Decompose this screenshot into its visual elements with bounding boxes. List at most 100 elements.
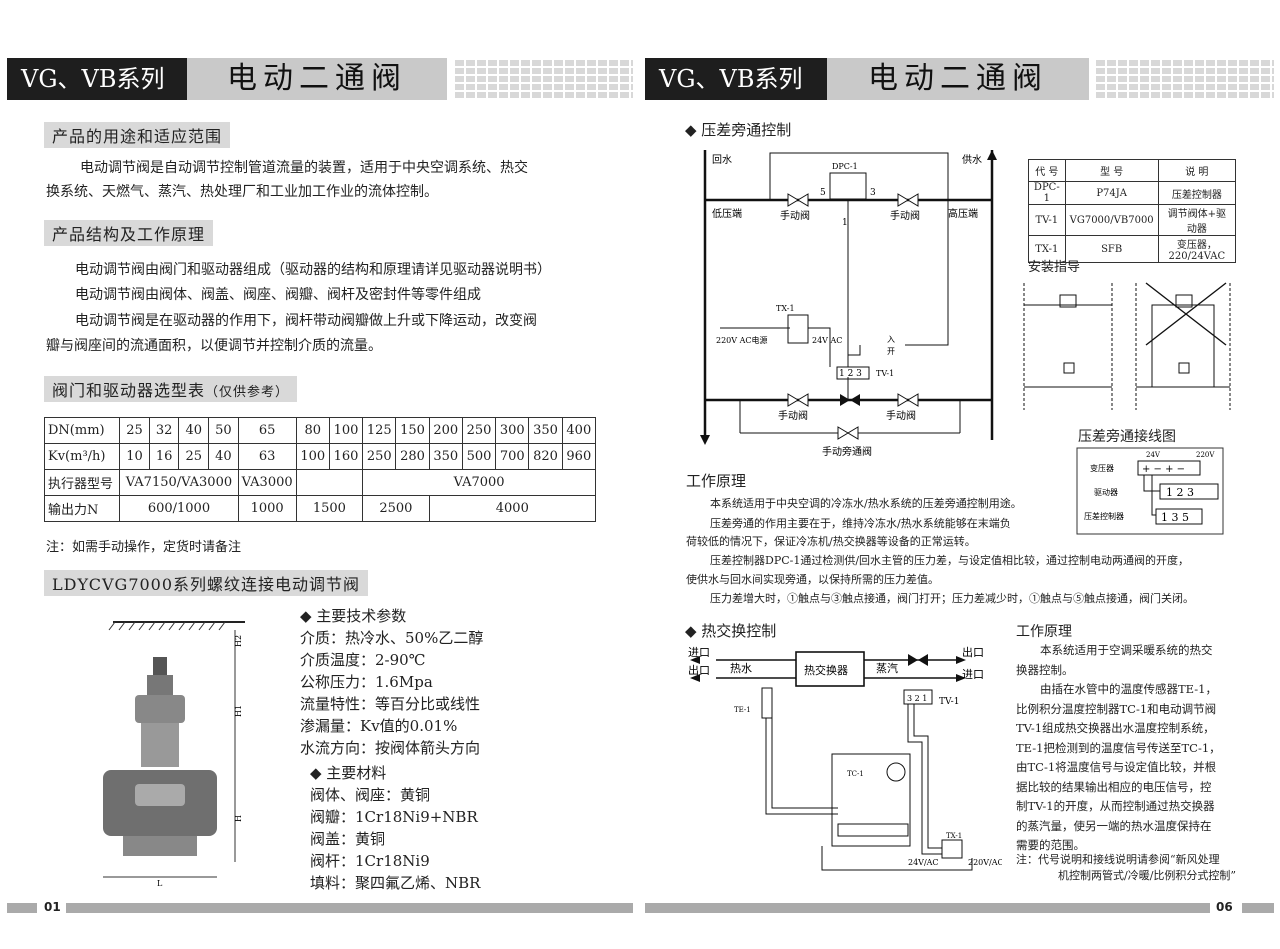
heat-principle-line: 比例积分温度控制器TC-1和电动调节阀 [1016,701,1217,716]
mat-item: 阀瓣：1Cr18Ni9+NBR [310,808,478,826]
heat-t321: 3 2 1 [907,694,927,703]
install-diagram [1023,282,1231,410]
usage-line-2: 换系统、天燃气、蒸汽、热处理厂和工业加工作业的流体控制。 [46,184,438,200]
header-pattern-right [1096,58,1274,100]
label-manual-2: 手动阀 [890,209,920,222]
label-manual-4: 手动阀 [886,409,916,422]
actuator-cell: VA3000 [237,469,297,496]
code-cell: TV-1 [1028,204,1066,236]
heat-title: ◆ 热交换控制 [685,622,777,640]
mat-item: 阀杆：1Cr18Ni9 [310,852,430,870]
heat-hx: 热交换器 [804,663,848,677]
label-high: 高压端 [948,207,978,220]
heat-in2: 进口 [962,668,984,681]
force-label: 输出力N [43,495,121,522]
series-label-right: VG、VB系列 [645,58,827,100]
structure-line-2: 电动调节阀由阀体、阀盖、阀座、阀瓣、阀杆及密封件等零件组成 [75,287,481,303]
tech-params: ◆ 主要技术参数 介质：热冷水、50%乙二醇 介质温度：2-90℃ 公称压力：1… [300,605,483,759]
code-head: 代 号 [1028,159,1066,182]
heat-principle-title: 工作原理 [1016,624,1072,640]
table-row: 执行器型号 VA7150/VA3000 VA3000 VA7000 [43,469,596,496]
dim-h1: H1 [234,705,243,717]
heat-out2: 出口 [962,645,984,659]
dn-cell: 40 [178,417,210,444]
kv-cell: 10 [119,443,150,470]
tech-item: 渗漏量：Kv值的0.01% [300,717,458,735]
principle-line-2: 压差旁通的作用主要在于，维持冷冻水/热水系统能够在末端负 [710,517,1011,530]
heat-24v: 24V/AC [908,858,939,867]
structure-line-4: 瓣与阀座间的流通面积，以便调节并控制介质的流量。 [46,338,382,354]
dn-cell: 25 [119,417,150,444]
principle-line-5: 使供水与回水间实现旁通，以保持所需的压力差值。 [686,573,939,586]
kv-label: Kv(m³/h) [43,443,121,470]
dim-h: H [234,815,243,822]
wiring-t1: + − + − [1142,464,1185,475]
principle-title: 工作原理 [686,472,747,490]
structure-line-1: 电动调节阀由阀门和驱动器组成（驱动器的结构和原理请详见驱动器说明书） [75,262,551,278]
dn-cell: 80 [295,417,330,444]
label-tx: TX-1 [776,304,795,313]
label-in: 入 [887,335,895,344]
tech-item: 水流方向：按阀体箭头方向 [300,739,481,757]
heat-note-line: 机控制两管式/冷暖/比例积分式控制” [1058,869,1237,882]
heat-tx: TX-1 [946,832,962,840]
label-manual-3: 手动阀 [778,409,808,422]
wiring-t2: 1 2 3 [1166,486,1194,499]
kv-cell: 100 [295,443,330,470]
code-table: 代 号 型 号 说 明 DPC-1 P74JA 压差控制器 TV-1 VG700… [1028,159,1237,263]
section-selection-title: 阀门和驱动器选型表（仅供参考） [44,376,298,402]
mat-item: 填料：聚四氟乙烯、NBR [310,874,481,892]
label-t123: 1 2 3 [839,369,862,379]
dim-l: L [157,879,163,888]
usage-line-1: 电动调节阀是自动调节控制管道流量的装置，适用于中央空调系统、热交 [80,160,528,176]
heat-principle-line: 据比较的结果输出相应的电压信号，控 [1016,779,1212,794]
table-row: TV-1 VG7000/VB7000 调节阀体+驱动器 [1028,204,1237,236]
heat-220v: 220V/AC [968,858,1002,867]
code-head: 说 明 [1157,159,1237,182]
force-cell: 2500 [362,495,430,522]
code-cell: P74JA [1064,181,1159,205]
force-cell: 600/1000 [119,495,239,522]
principle-line-3: 荷较低的情况下，保证冷冻机/热交换器等设备的正常运转。 [686,535,976,548]
wiring-title: 压差旁通接线图 [1078,429,1176,445]
kv-cell: 16 [148,443,180,470]
heat-in1: 进口 [688,646,710,659]
label-ac: 220V AC电源 [716,335,768,345]
bypass-diagram: 回水 供水 低压端 高压端 手动阀 手动阀 DPC-1 5 3 1 TX-1 2… [700,150,997,458]
heat-out1: 出口 [688,663,710,677]
code-cell: 调节阀体+驱动器 [1157,204,1237,236]
tech-item: 介质温度：2-90℃ [300,651,426,669]
code-cell: 压差控制器 [1157,181,1237,205]
materials: ◆ 主要材料 阀体、阀座：黄铜 阀瓣：1Cr18Ni9+NBR 阀盖：黄铜 阀杆… [310,762,480,894]
table-row: TX-1 SFB 变压器，220/24VAC [1028,235,1237,263]
tech-title: ◆ 主要技术参数 [300,607,407,625]
heat-principle-line: 由TC-1将温度信号与设定值比较，并根 [1016,760,1217,774]
force-cell: 4000 [428,495,597,522]
kv-cell: 350 [428,443,463,470]
header-pattern [455,58,633,100]
heat-diagram: 进口 出口 热水 热交换器 蒸汽 出口 进口 TV-1 TE-1 TC-1 TX… [688,645,1002,871]
page-title: 电动二通阀 [187,58,447,100]
heat-principle-line: 本系统适用于空调采暖系统的热交 [1040,643,1213,657]
mat-item: 阀体、阀座：黄铜 [310,786,431,804]
heat-principle-line: 换器控制。 [1016,662,1074,677]
tech-item: 流量特性：等百分比或线性 [300,695,481,713]
kv-cell: 500 [461,443,497,470]
code-cell: SFB [1064,235,1159,263]
dn-cell: 100 [328,417,364,444]
wiring-t3: 1 3 5 [1161,511,1189,524]
label-dpc: DPC-1 [832,162,858,171]
heat-steam: 蒸汽 [876,661,898,675]
section-ldy-title: LDYCVG7000系列螺纹连接电动调节阀 [44,570,369,596]
selection-table: DN(mm) 25 32 40 50 65 80 100 125 150 200… [43,417,597,522]
kv-cell: 160 [328,443,364,470]
principle-line-1: 本系统适用于中央空调的冷冻水/热水系统的压差旁通控制用途。 [710,497,1022,510]
dn-label: DN(mm) [43,417,121,444]
valve-drawing: H2 H1 H L [103,621,245,888]
tech-item: 公称压力：1.6Mpa [300,673,433,691]
page-number-left: 01 [44,900,61,914]
mat-title: ◆ 主要材料 [310,764,387,782]
bypass-title: ◆ 压差旁通控制 [685,121,792,139]
code-head: 型 号 [1064,159,1159,182]
structure-line-3: 电动调节阀是在驱动器的作用下，阀杆带动阀瓣做上升或下降运动，改变阀 [75,313,537,329]
